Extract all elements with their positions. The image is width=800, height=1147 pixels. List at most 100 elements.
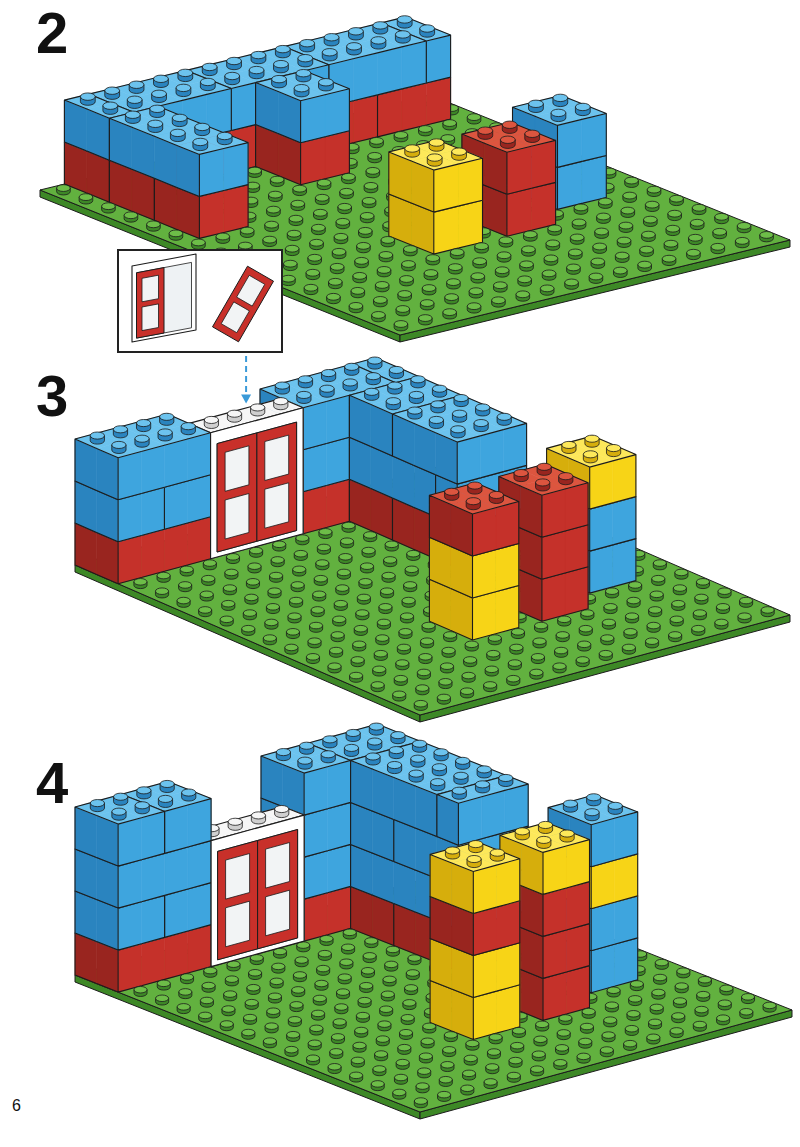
brick-face bbox=[614, 938, 637, 986]
baseplate-stud bbox=[268, 588, 281, 595]
window-pane bbox=[142, 304, 159, 331]
baseplate-stud bbox=[695, 594, 708, 601]
baseplate-stud bbox=[330, 647, 343, 654]
baseplate-stud bbox=[314, 575, 327, 582]
brick-stud bbox=[276, 749, 290, 756]
baseplate-stud bbox=[419, 315, 433, 322]
brick-face bbox=[542, 489, 565, 537]
baseplate-stud bbox=[420, 638, 433, 645]
baseplate-stud bbox=[697, 991, 710, 998]
brick-face bbox=[558, 119, 582, 167]
brick-face bbox=[496, 502, 519, 550]
baseplate-stud bbox=[650, 591, 663, 598]
brick-stud bbox=[148, 120, 163, 127]
brick-edge bbox=[304, 809, 327, 857]
brick-stud bbox=[409, 770, 423, 777]
baseplate-stud bbox=[332, 248, 346, 255]
brick-stud bbox=[432, 385, 446, 392]
brick-top bbox=[568, 452, 613, 468]
baseplate-stud bbox=[362, 197, 376, 204]
baseplate-stud bbox=[471, 273, 485, 280]
brick-stud bbox=[587, 794, 601, 801]
baseplate-stud bbox=[239, 242, 253, 249]
brick-edge bbox=[327, 802, 350, 850]
brick-face bbox=[353, 53, 377, 101]
baseplate-stud bbox=[497, 252, 511, 259]
brick-edge bbox=[165, 847, 188, 895]
brick-edge bbox=[188, 841, 211, 889]
baseplate-stud bbox=[625, 177, 639, 184]
brick-edge bbox=[165, 931, 188, 979]
baseplate-stud bbox=[386, 946, 399, 953]
baseplate-stud bbox=[394, 321, 408, 328]
brick-stud bbox=[608, 802, 622, 809]
brick-face bbox=[326, 395, 349, 443]
baseplate-stud bbox=[692, 204, 706, 211]
baseplate-stud bbox=[578, 641, 591, 648]
brick-stud bbox=[298, 54, 313, 61]
brick-stud bbox=[489, 491, 503, 498]
brick-face bbox=[458, 797, 481, 845]
baseplate-stud bbox=[760, 232, 774, 239]
brick-face bbox=[591, 902, 614, 950]
brick-stud bbox=[158, 429, 172, 436]
baseplate-stud bbox=[647, 622, 660, 629]
brick-face bbox=[426, 77, 450, 125]
brick-face bbox=[188, 841, 211, 889]
baseplate-stud bbox=[666, 225, 680, 232]
baseplate-stud bbox=[247, 984, 260, 991]
baseplate-stud bbox=[467, 114, 481, 121]
window-pane bbox=[225, 494, 249, 540]
brick-top bbox=[451, 498, 496, 514]
brick-edge bbox=[164, 439, 187, 487]
baseplate-stud bbox=[342, 522, 355, 529]
baseplate-stud bbox=[414, 700, 427, 707]
brick-face bbox=[188, 883, 211, 931]
baseplate-stud bbox=[265, 619, 278, 626]
baseplate-stud bbox=[419, 126, 433, 133]
brick-stud bbox=[170, 129, 185, 136]
brick-stud bbox=[497, 413, 511, 420]
brick-edge bbox=[304, 893, 327, 941]
brick-face bbox=[565, 483, 588, 531]
baseplate-stud bbox=[349, 302, 363, 309]
brick-edge bbox=[372, 769, 394, 820]
brick-edge bbox=[378, 47, 402, 95]
brick-face bbox=[141, 445, 164, 493]
brick-face bbox=[614, 896, 637, 944]
baseplate-stud bbox=[396, 306, 410, 313]
brick-edge bbox=[97, 448, 142, 499]
baseplate-stud bbox=[342, 944, 355, 951]
brick-edge bbox=[325, 131, 349, 179]
baseplate-stud bbox=[742, 994, 755, 1001]
baseplate-stud bbox=[320, 935, 333, 942]
baseplate-stud bbox=[763, 1002, 776, 1009]
baseplate-stud bbox=[385, 541, 398, 548]
brick-face bbox=[325, 89, 349, 137]
baseplate-stud bbox=[589, 273, 603, 280]
brick-stud bbox=[525, 130, 540, 137]
baseplate-stud bbox=[713, 228, 727, 235]
brick-face bbox=[327, 760, 350, 808]
brick-stud bbox=[388, 382, 402, 389]
brick-face bbox=[582, 114, 606, 162]
brick-edge bbox=[283, 765, 328, 816]
baseplate-stud bbox=[511, 629, 524, 636]
baseplate-stud bbox=[422, 285, 436, 292]
window-pane bbox=[265, 435, 289, 480]
baseplate-stud bbox=[553, 663, 566, 670]
baseplate-stud bbox=[338, 974, 351, 981]
brick-face bbox=[503, 423, 526, 471]
baseplate-stud bbox=[601, 635, 614, 642]
window-door bbox=[213, 266, 274, 342]
brick-face bbox=[613, 497, 636, 545]
brick-stud bbox=[345, 363, 359, 370]
window-frame bbox=[132, 254, 196, 342]
brick-stud bbox=[136, 420, 150, 427]
baseplate-stud bbox=[520, 261, 534, 268]
brick-stud bbox=[275, 382, 289, 389]
brick-face bbox=[188, 475, 211, 523]
baseplate-stud bbox=[737, 222, 751, 229]
brick-edge bbox=[414, 423, 436, 474]
